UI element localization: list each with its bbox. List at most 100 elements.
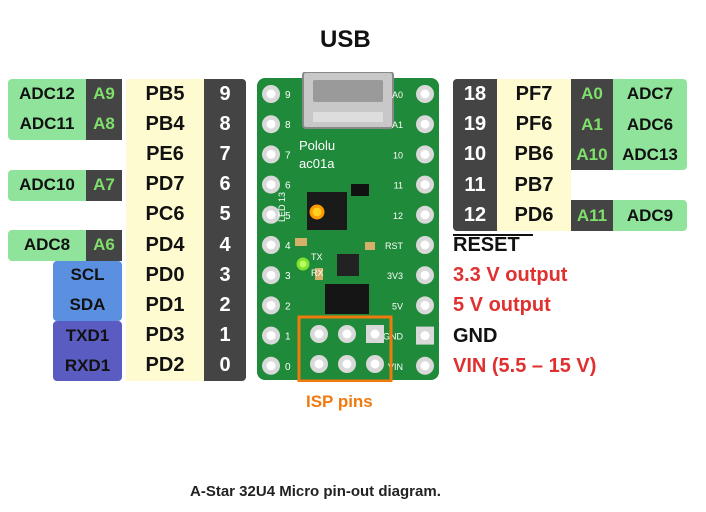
silk-right-label: 10 bbox=[393, 150, 403, 160]
silk-pololu: Pololu bbox=[299, 138, 335, 153]
isp-pad-hole bbox=[314, 329, 324, 339]
right-pin-number: 11 bbox=[464, 173, 486, 196]
right-analog-label: A11 bbox=[576, 205, 608, 225]
right-pin-number: 10 bbox=[463, 143, 487, 166]
left-analog-bg-pd7 bbox=[86, 170, 122, 201]
left-uart-bg bbox=[53, 321, 122, 381]
left-adc-label: ADC11 bbox=[19, 114, 75, 134]
smd-c bbox=[315, 268, 323, 280]
silk-tx: TX bbox=[311, 252, 323, 262]
silk-left-number: 6 bbox=[285, 181, 291, 192]
left-analog-label: A7 bbox=[93, 174, 115, 194]
left-pin-number: 8 bbox=[219, 112, 231, 135]
right-header-pad-hole bbox=[420, 149, 430, 159]
power-pin-label: VIN (5.5 – 15 V) bbox=[453, 354, 597, 377]
right-adc-label: ADC7 bbox=[626, 84, 674, 104]
left-pin-number: 1 bbox=[219, 324, 231, 347]
right-pin-number: 18 bbox=[463, 82, 487, 105]
silk-right-label: 5V bbox=[392, 301, 403, 311]
left-analog-bg-top bbox=[86, 79, 122, 140]
silk-rx: RX bbox=[311, 268, 324, 278]
isp-pad-hole bbox=[342, 359, 352, 369]
left-analog-label: A8 bbox=[93, 114, 115, 134]
right-port-label: PB7 bbox=[514, 173, 554, 196]
right-header-pad-hole bbox=[420, 89, 430, 99]
chip-mid bbox=[337, 254, 359, 276]
caption: A-Star 32U4 Micro pin-out diagram. bbox=[190, 483, 441, 500]
silk-led13: LED 13 bbox=[277, 192, 287, 222]
right-header-pad-hole bbox=[420, 361, 430, 371]
silk-model: ac01a bbox=[299, 156, 335, 171]
silk-left-number: 5 bbox=[285, 211, 291, 222]
smd-b bbox=[365, 242, 375, 250]
left-header-pad-hole bbox=[266, 300, 276, 310]
left-adc-label: ADC8 bbox=[23, 235, 71, 255]
right-header-pad-hole bbox=[420, 331, 430, 341]
right-port-label: PF7 bbox=[515, 82, 553, 105]
right-analog-label: A1 bbox=[581, 114, 603, 134]
power-pin-label: 5 V output bbox=[453, 294, 551, 317]
right-port-label: PB6 bbox=[514, 143, 554, 166]
left-func-label: SDA bbox=[69, 295, 106, 315]
left-analog-bg-pd4 bbox=[86, 230, 122, 261]
silk-right-label: VIN bbox=[388, 362, 403, 372]
smd-a bbox=[295, 238, 307, 246]
right-port-label: PF6 bbox=[515, 113, 553, 136]
left-header-pad-hole bbox=[266, 210, 276, 220]
right-pin-number: 19 bbox=[463, 113, 487, 136]
left-header-pad-hole bbox=[266, 240, 276, 250]
left-port-label: PD2 bbox=[145, 354, 185, 377]
left-port-bg bbox=[126, 79, 204, 381]
right-header-pad-hole bbox=[420, 300, 430, 310]
silk-right-label: RST bbox=[385, 241, 404, 251]
left-i2c-bg bbox=[53, 261, 122, 321]
left-pin-number: 7 bbox=[219, 142, 231, 165]
usb-connector-mouth bbox=[313, 80, 383, 102]
power-pin-label: GND bbox=[453, 324, 498, 347]
power-pin-label: 3.3 V output bbox=[453, 264, 568, 287]
silk-right-label: A1 bbox=[392, 120, 403, 130]
left-header-pad-hole bbox=[266, 361, 276, 371]
silk-left-number: 7 bbox=[285, 150, 291, 161]
left-pin-number: 2 bbox=[219, 293, 231, 316]
left-pin-number: 4 bbox=[219, 233, 231, 256]
silk-left-number: 8 bbox=[285, 120, 291, 131]
silk-left-number: 4 bbox=[285, 241, 291, 252]
silk-right-label: 11 bbox=[394, 181, 403, 191]
isp-pad-hole bbox=[314, 359, 324, 369]
right-header-pad-hole bbox=[420, 240, 430, 250]
regulator bbox=[325, 284, 369, 314]
left-port-label: PB5 bbox=[145, 82, 185, 105]
right-port-bg bbox=[497, 79, 571, 231]
silk-left-number: 2 bbox=[285, 301, 291, 312]
power-pin-label: RESET bbox=[453, 234, 520, 256]
silk-right-label: GND bbox=[383, 332, 404, 342]
left-adc-label: ADC12 bbox=[19, 84, 75, 104]
silk-right-label: 3V3 bbox=[387, 271, 403, 281]
left-pin-number: 6 bbox=[219, 173, 231, 196]
isp-pad-hole bbox=[370, 329, 380, 339]
left-port-label: PD1 bbox=[145, 293, 185, 316]
silk-left-number: 0 bbox=[285, 362, 291, 373]
left-pin-number: 0 bbox=[219, 354, 231, 377]
left-header-pad-hole bbox=[266, 119, 276, 129]
left-adc-label: ADC10 bbox=[19, 174, 75, 194]
left-port-label: PD3 bbox=[145, 324, 185, 347]
left-header-pad-hole bbox=[266, 89, 276, 99]
right-analog-bg-top bbox=[571, 79, 613, 170]
silk-left-number: 3 bbox=[285, 271, 291, 282]
silk-left-number: 1 bbox=[285, 332, 291, 343]
left-port-label: PC6 bbox=[145, 203, 185, 226]
usb-connector-tab bbox=[313, 112, 383, 122]
pcb-body bbox=[257, 78, 439, 380]
right-header-pad-hole bbox=[420, 180, 430, 190]
right-adc-label: ADC13 bbox=[622, 144, 678, 164]
right-analog-bg-pd6 bbox=[571, 200, 613, 231]
silk-right-label: A0 bbox=[392, 90, 403, 100]
left-header-pad-hole bbox=[266, 270, 276, 280]
left-func-label: SCL bbox=[70, 265, 105, 285]
right-header-pad-hole bbox=[420, 270, 430, 280]
right-adc-label: ADC6 bbox=[626, 114, 674, 134]
silk-right-label: 12 bbox=[393, 211, 403, 221]
